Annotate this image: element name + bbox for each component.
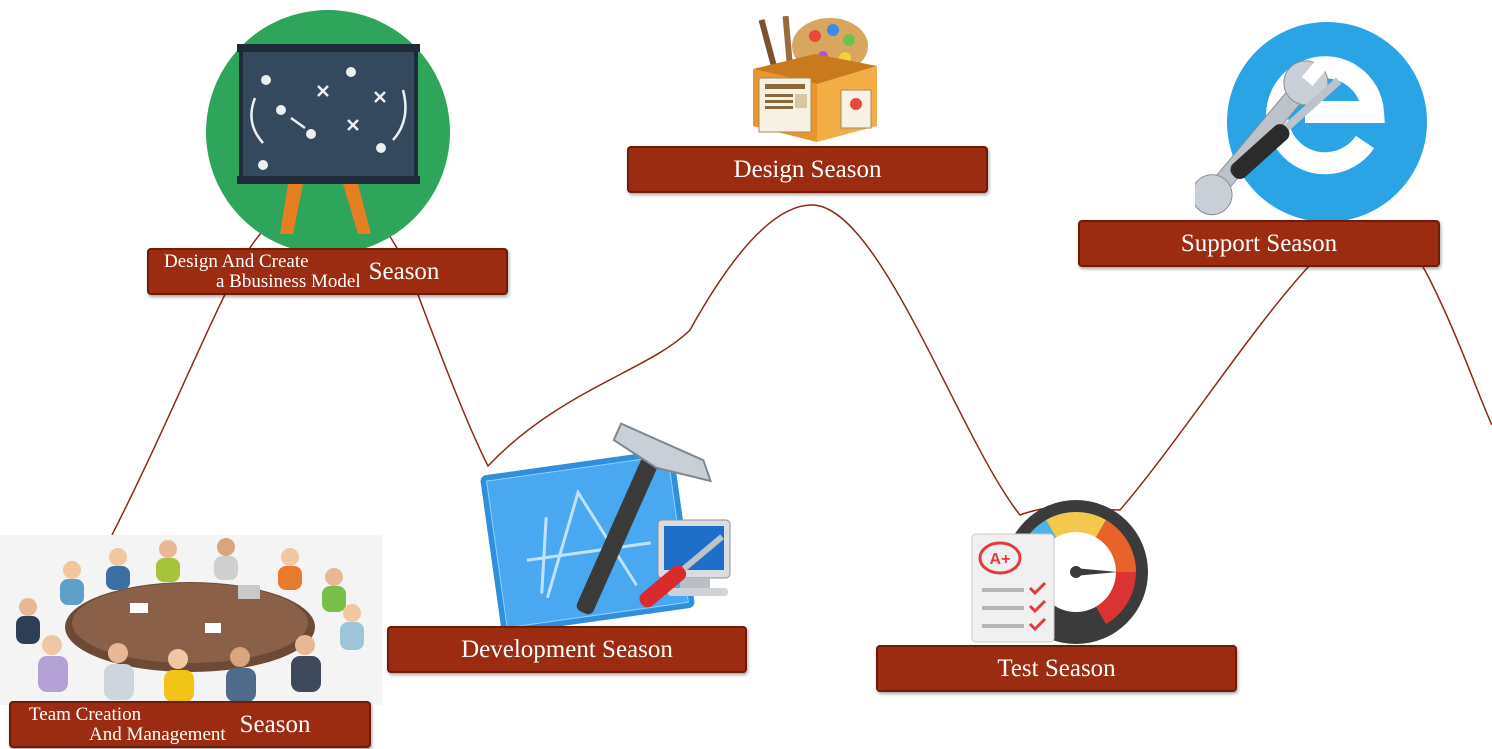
development-season-label: Development Season (387, 626, 747, 673)
design-box-icon (753, 15, 877, 142)
test-text: Test Season (997, 654, 1116, 682)
xcode-hammer-icon (480, 422, 731, 627)
business-line2: a Bbusiness Model (216, 270, 361, 292)
business-suffix: Season (368, 257, 440, 285)
test-season-label: Test Season (876, 645, 1237, 692)
business-line1: Design And Create (164, 250, 309, 272)
grade-badge-text: A+ (990, 551, 1011, 568)
business-model-text: Design And Create a Bbusiness Model (164, 250, 361, 292)
test-gauge-icon: A+ (971, 500, 1148, 644)
support-season-label: Support Season (1078, 220, 1440, 267)
strategy-board-icon (206, 10, 450, 254)
design-text: Design Season (733, 155, 882, 183)
team-suffix: Season (239, 710, 311, 738)
team-line1: Team Creation (29, 703, 142, 725)
design-season-label: Design Season (627, 146, 988, 193)
development-text: Development Season (461, 635, 673, 663)
business-model-label: Design And Create a Bbusiness Model Seas… (147, 248, 508, 295)
team-line2: And Management (89, 723, 226, 745)
support-tools-icon (1195, 22, 1427, 222)
team-creation-text: Team Creation And Management (29, 703, 226, 745)
team-creation-label: Team Creation And Management Season (9, 701, 371, 748)
team-meeting-illustration (0, 535, 382, 705)
support-text: Support Season (1180, 229, 1338, 257)
